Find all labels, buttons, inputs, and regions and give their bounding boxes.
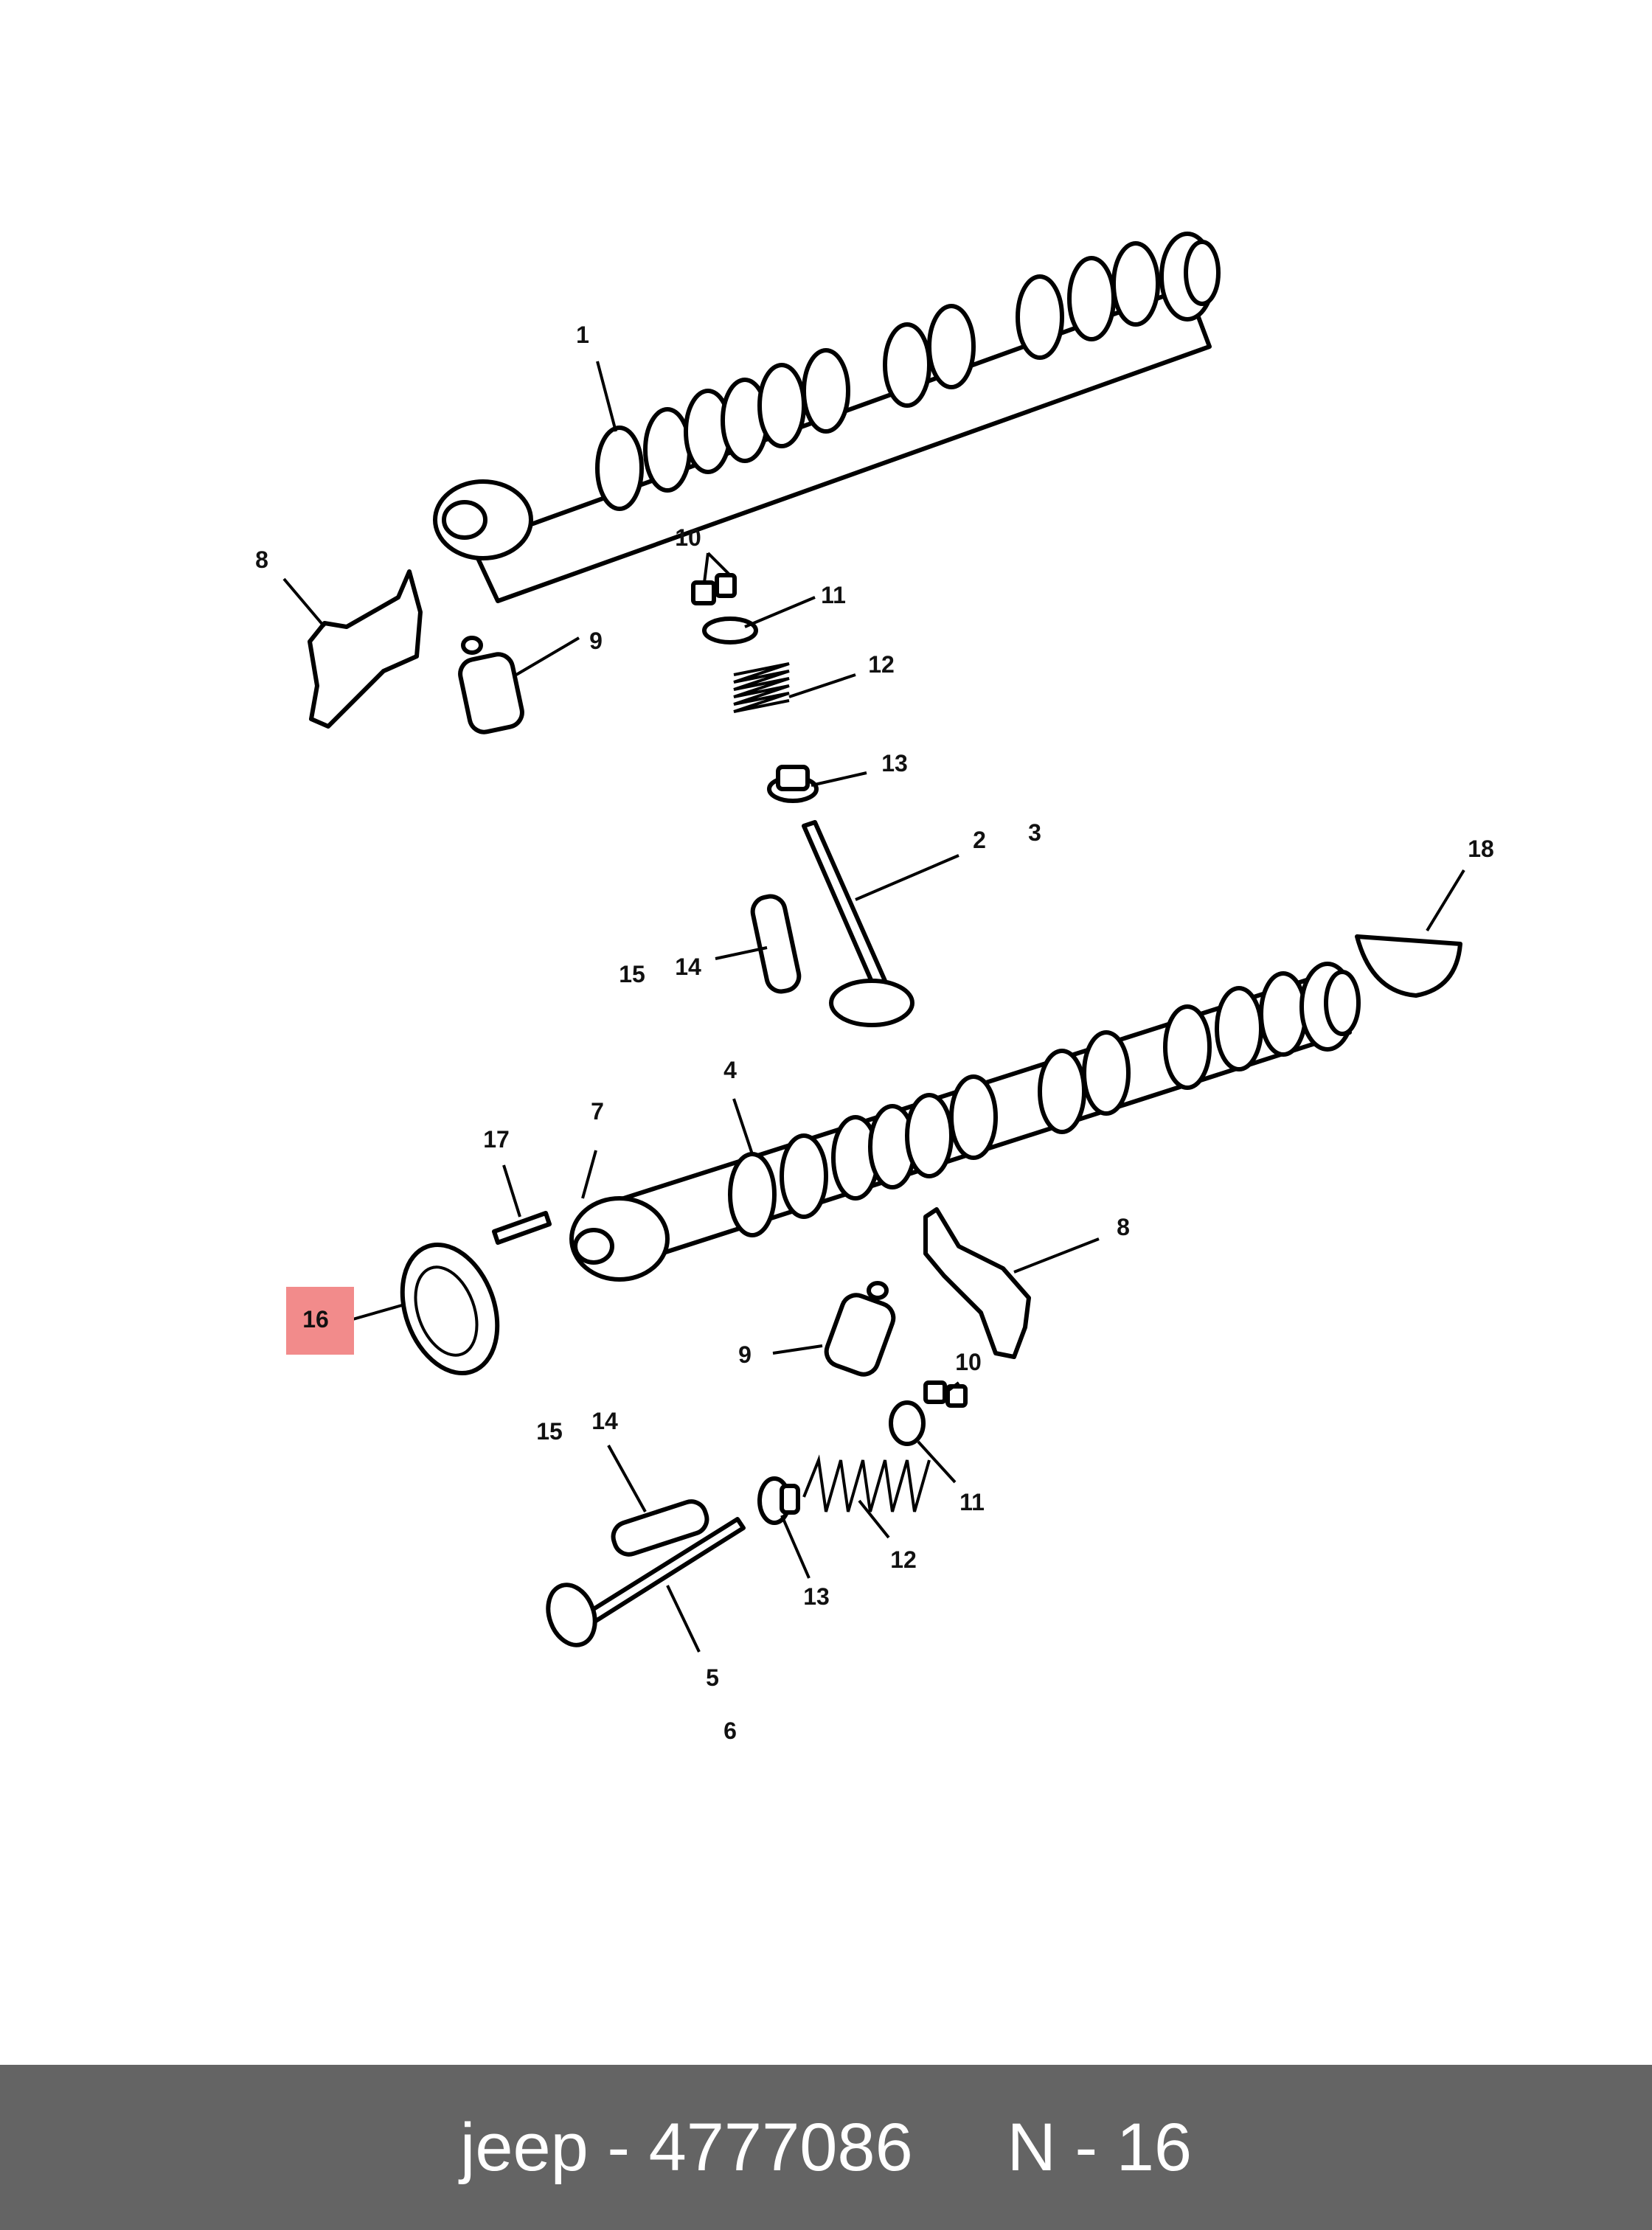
callout-9-lower: 9	[738, 1341, 752, 1368]
callout-12-lower: 12	[890, 1546, 917, 1573]
part-info-footer: jeep - 4777086 N - 16	[0, 2065, 1652, 2230]
callout-2: 2	[973, 827, 986, 853]
lower-valve	[546, 1517, 746, 1647]
callout-13-lower: 13	[803, 1583, 830, 1610]
callout-6: 6	[723, 1717, 737, 1744]
upper-valve-spring	[733, 662, 790, 713]
callout-14-lower: 14	[591, 1408, 618, 1434]
callout-11-upper: 11	[821, 582, 846, 608]
dowel-pin	[492, 1211, 552, 1245]
callout-16: 16	[302, 1306, 329, 1333]
upper-valve-retainer	[702, 616, 758, 645]
callout-8-upper: 8	[255, 546, 268, 573]
bearing-half	[1355, 934, 1462, 998]
upper-lash-adjuster	[458, 636, 524, 734]
callout-10-upper: 10	[675, 524, 701, 551]
callout-18: 18	[1468, 836, 1494, 862]
callout-15-lower: 15	[536, 1418, 563, 1445]
callout-5: 5	[706, 1664, 719, 1691]
lower-valve-guide	[611, 1499, 709, 1557]
highlight-box	[286, 1287, 354, 1355]
exploded-parts-diagram: 1 8 9 10 11 12 13 2 3 14 15 18 4 7 17 16…	[255, 232, 1494, 1744]
callout-13-upper: 13	[881, 750, 908, 777]
callout-3: 3	[1028, 819, 1041, 846]
camshaft-seal	[400, 1242, 500, 1376]
upper-camshaft	[433, 232, 1221, 603]
callout-15-upper: 15	[619, 961, 645, 987]
callout-10-lower: 10	[955, 1349, 982, 1375]
callout-1: 1	[576, 322, 589, 348]
lower-lash-adjuster	[824, 1281, 896, 1377]
callout-9-upper: 9	[589, 628, 603, 654]
upper-valve-seal	[767, 765, 819, 803]
callout-17: 17	[483, 1126, 510, 1153]
callout-4: 4	[723, 1057, 737, 1083]
callout-8-lower: 8	[1117, 1214, 1130, 1240]
lower-valve-seal	[757, 1476, 800, 1525]
lower-rocker-arm	[923, 1207, 1031, 1359]
upper-valve-guide	[750, 894, 802, 994]
callout-11-lower: 11	[959, 1489, 985, 1515]
part-info-text: jeep - 4777086 N - 16	[459, 2109, 1193, 2185]
upper-rocker-arm	[308, 569, 423, 729]
upper-valve-keepers	[691, 573, 737, 605]
callout-7: 7	[591, 1098, 604, 1125]
lower-valve-spring	[802, 1454, 931, 1512]
callout-14-upper: 14	[675, 954, 701, 980]
upper-valve	[802, 820, 914, 1027]
callout-12-upper: 12	[868, 651, 895, 678]
lower-valve-retainer	[889, 1400, 926, 1446]
lower-camshaft	[569, 962, 1361, 1282]
leader-lines	[282, 361, 1465, 1653]
